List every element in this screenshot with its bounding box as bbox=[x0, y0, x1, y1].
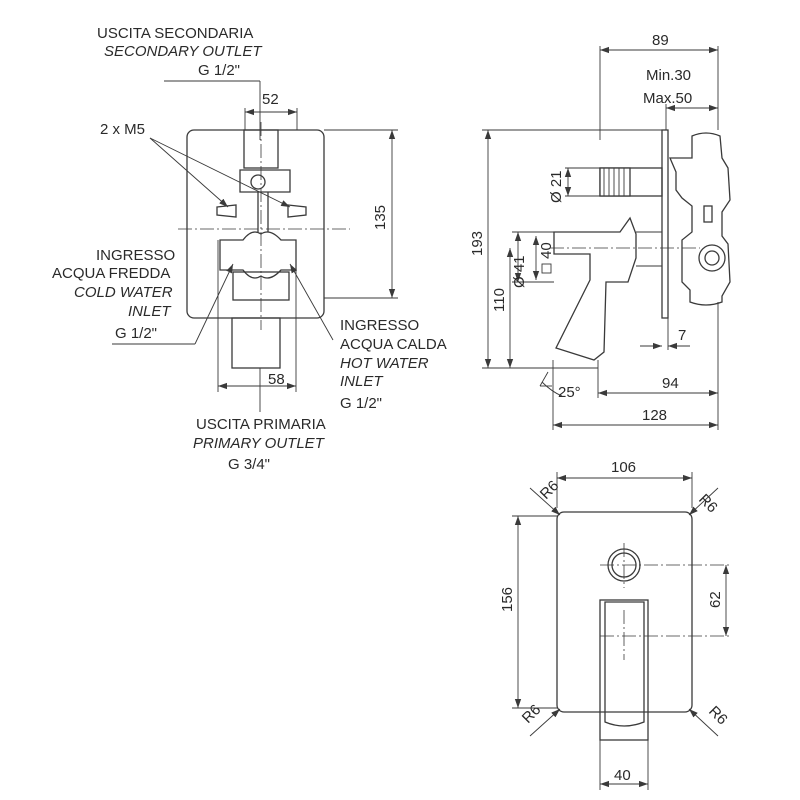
cartridge-circle bbox=[250, 174, 266, 190]
cold-inlet-en-2: INLET bbox=[128, 303, 172, 320]
side-inlet-circle-outer bbox=[698, 244, 726, 272]
secondary-outlet-label-it: USCITA SECONDARIA bbox=[97, 25, 253, 42]
plate-lever-face bbox=[604, 601, 645, 727]
side-inlet-circle-inner bbox=[704, 250, 720, 266]
hot-inlet-it-2: ACQUA CALDA bbox=[340, 336, 447, 353]
screw-left bbox=[216, 204, 237, 218]
hot-inlet-size: G 1/2" bbox=[340, 395, 382, 412]
side-min-depth: Min.30 bbox=[646, 67, 691, 84]
front-cover-plate bbox=[186, 129, 325, 319]
screw-leader-right bbox=[149, 137, 291, 208]
screw-right bbox=[287, 204, 307, 218]
side-dim-94: 94 bbox=[662, 375, 679, 392]
front-dim-135: 135 bbox=[372, 205, 389, 230]
radius-leader-top-right bbox=[688, 487, 719, 516]
side-valve-detail bbox=[703, 205, 713, 223]
screw-leader-left bbox=[149, 137, 229, 208]
side-max-depth: Max.50 bbox=[643, 90, 692, 107]
valve-body-lower bbox=[219, 231, 297, 279]
front-dim-58: 58 bbox=[268, 371, 285, 388]
hot-inlet-en-2: INLET bbox=[340, 373, 384, 390]
secondary-outlet-size: G 1/2" bbox=[198, 62, 240, 79]
plate-dim-156: 156 bbox=[499, 587, 516, 612]
front-view: USCITA SECONDARIA SECONDARY OUTLET G 1/2… bbox=[52, 25, 447, 473]
cold-inlet-it-2: ACQUA FREDDA bbox=[52, 265, 170, 282]
side-dim-d41: Ø 41 bbox=[511, 255, 528, 288]
side-view: 89 Min.30 Max.50 Ø 21 1 bbox=[469, 32, 731, 430]
side-valve-body bbox=[669, 132, 731, 306]
primary-outlet-size: G 3/4" bbox=[228, 456, 270, 473]
hot-inlet-leader bbox=[289, 263, 334, 341]
plate-radius-top-left: R6 bbox=[537, 477, 563, 503]
side-dim-7: 7 bbox=[678, 327, 686, 344]
radius-leader-bottom-left bbox=[529, 708, 561, 737]
plate-dim-62: 62 bbox=[707, 591, 724, 608]
secondary-outlet-label-en: SECONDARY OUTLET bbox=[104, 43, 263, 60]
side-lever-handle bbox=[553, 216, 637, 361]
side-dim-sq40: 40 bbox=[538, 242, 555, 259]
plate-dim-40: 40 bbox=[614, 767, 631, 784]
plate-outline bbox=[556, 511, 693, 713]
plate-dim-106: 106 bbox=[611, 459, 636, 476]
angle-line bbox=[539, 371, 549, 387]
square-symbol-icon bbox=[541, 263, 552, 274]
side-dim-d21: Ø 21 bbox=[548, 170, 565, 203]
radius-leader-bottom-right bbox=[688, 708, 719, 737]
plate-radius-bottom-right: R6 bbox=[705, 703, 731, 729]
radius-leader-top-left bbox=[529, 487, 561, 516]
cold-inlet-size: G 1/2" bbox=[115, 325, 157, 342]
cold-inlet-it-1: INGRESSO bbox=[96, 247, 175, 264]
plate-lever-outline bbox=[599, 599, 649, 741]
cold-inlet-leader bbox=[194, 263, 234, 345]
primary-outlet-pipe bbox=[231, 317, 281, 369]
hot-inlet-it-1: INGRESSO bbox=[340, 317, 419, 334]
side-dim-110: 110 bbox=[491, 288, 508, 312]
front-dim-52: 52 bbox=[262, 91, 279, 108]
side-secondary-thread bbox=[599, 167, 631, 197]
side-cover-plate bbox=[661, 129, 669, 319]
side-dim-89: 89 bbox=[652, 32, 669, 49]
plate-radius-bottom-left: R6 bbox=[519, 701, 545, 727]
primary-outlet-en: PRIMARY OUTLET bbox=[193, 435, 326, 452]
side-dim-128: 128 bbox=[642, 407, 667, 424]
cold-inlet-en-1: COLD WATER bbox=[74, 284, 173, 301]
primary-outlet-it: USCITA PRIMARIA bbox=[196, 416, 326, 433]
valve-body-upper bbox=[239, 169, 291, 193]
hot-inlet-en-1: HOT WATER bbox=[340, 355, 429, 372]
side-angle-25: 25° bbox=[558, 384, 581, 401]
plate-view: 106 R6 R6 R6 R6 156 62 40 bbox=[499, 459, 732, 790]
side-dim-193: 193 bbox=[469, 231, 486, 256]
plate-radius-top-right: R6 bbox=[695, 491, 721, 517]
screws-label: 2 x M5 bbox=[100, 121, 145, 138]
angle-arc bbox=[541, 381, 563, 397]
